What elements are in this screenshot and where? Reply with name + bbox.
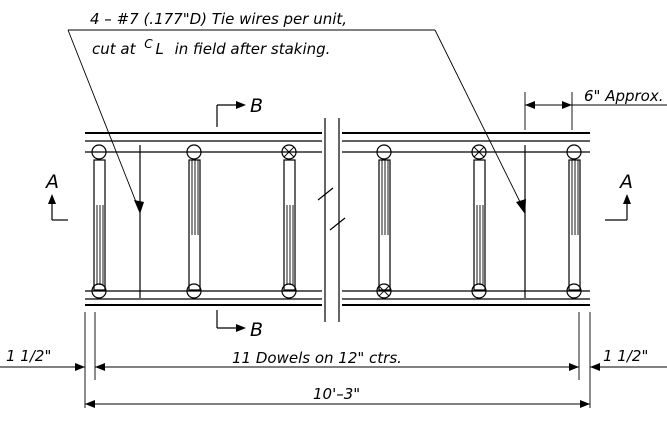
dimension-overall: 10'–3" (85, 385, 590, 408)
svg-text:1 1/2": 1 1/2" (603, 347, 648, 365)
dimension-right-edge: 1 1/2" (590, 347, 667, 371)
section-a-left-marker: A (44, 171, 68, 221)
note-line-2: cut at C L in field after staking. (92, 34, 330, 58)
dowel-2 (186, 144, 202, 299)
svg-text:10'–3": 10'–3" (313, 385, 360, 403)
dimension-dowels: 11 Dowels on 12" ctrs. (95, 349, 579, 371)
leader-right-arrow (516, 199, 526, 214)
dowel-5 (471, 144, 487, 299)
section-b-top-marker: B (216, 95, 263, 127)
svg-text:B: B (250, 95, 263, 117)
section-b-bottom-marker: B (216, 310, 263, 341)
dowel-1 (91, 144, 107, 299)
leader-left (67, 29, 141, 213)
break-line (317, 118, 346, 323)
leader-left-arrow (134, 200, 144, 214)
dowel-4 (376, 144, 392, 299)
dimension-left-edge: 1 1/2" (0, 347, 85, 371)
section-a-right-marker: A (605, 171, 633, 221)
svg-text:A: A (618, 171, 633, 193)
leader-right (434, 29, 526, 213)
note-line-1: 4 – #7 (.177"D) Tie wires per unit, (90, 10, 347, 28)
svg-text:6" Approx.: 6" Approx. (584, 87, 664, 105)
svg-text:A: A (44, 171, 59, 193)
svg-text:B: B (250, 319, 263, 341)
dowel-6 (566, 144, 582, 299)
svg-text:11 Dowels on 12" ctrs.: 11 Dowels on 12" ctrs. (232, 349, 402, 367)
dimension-approx: 6" Approx. (524, 87, 667, 130)
svg-text:1 1/2": 1 1/2" (6, 347, 51, 365)
dowel-3 (281, 144, 297, 299)
